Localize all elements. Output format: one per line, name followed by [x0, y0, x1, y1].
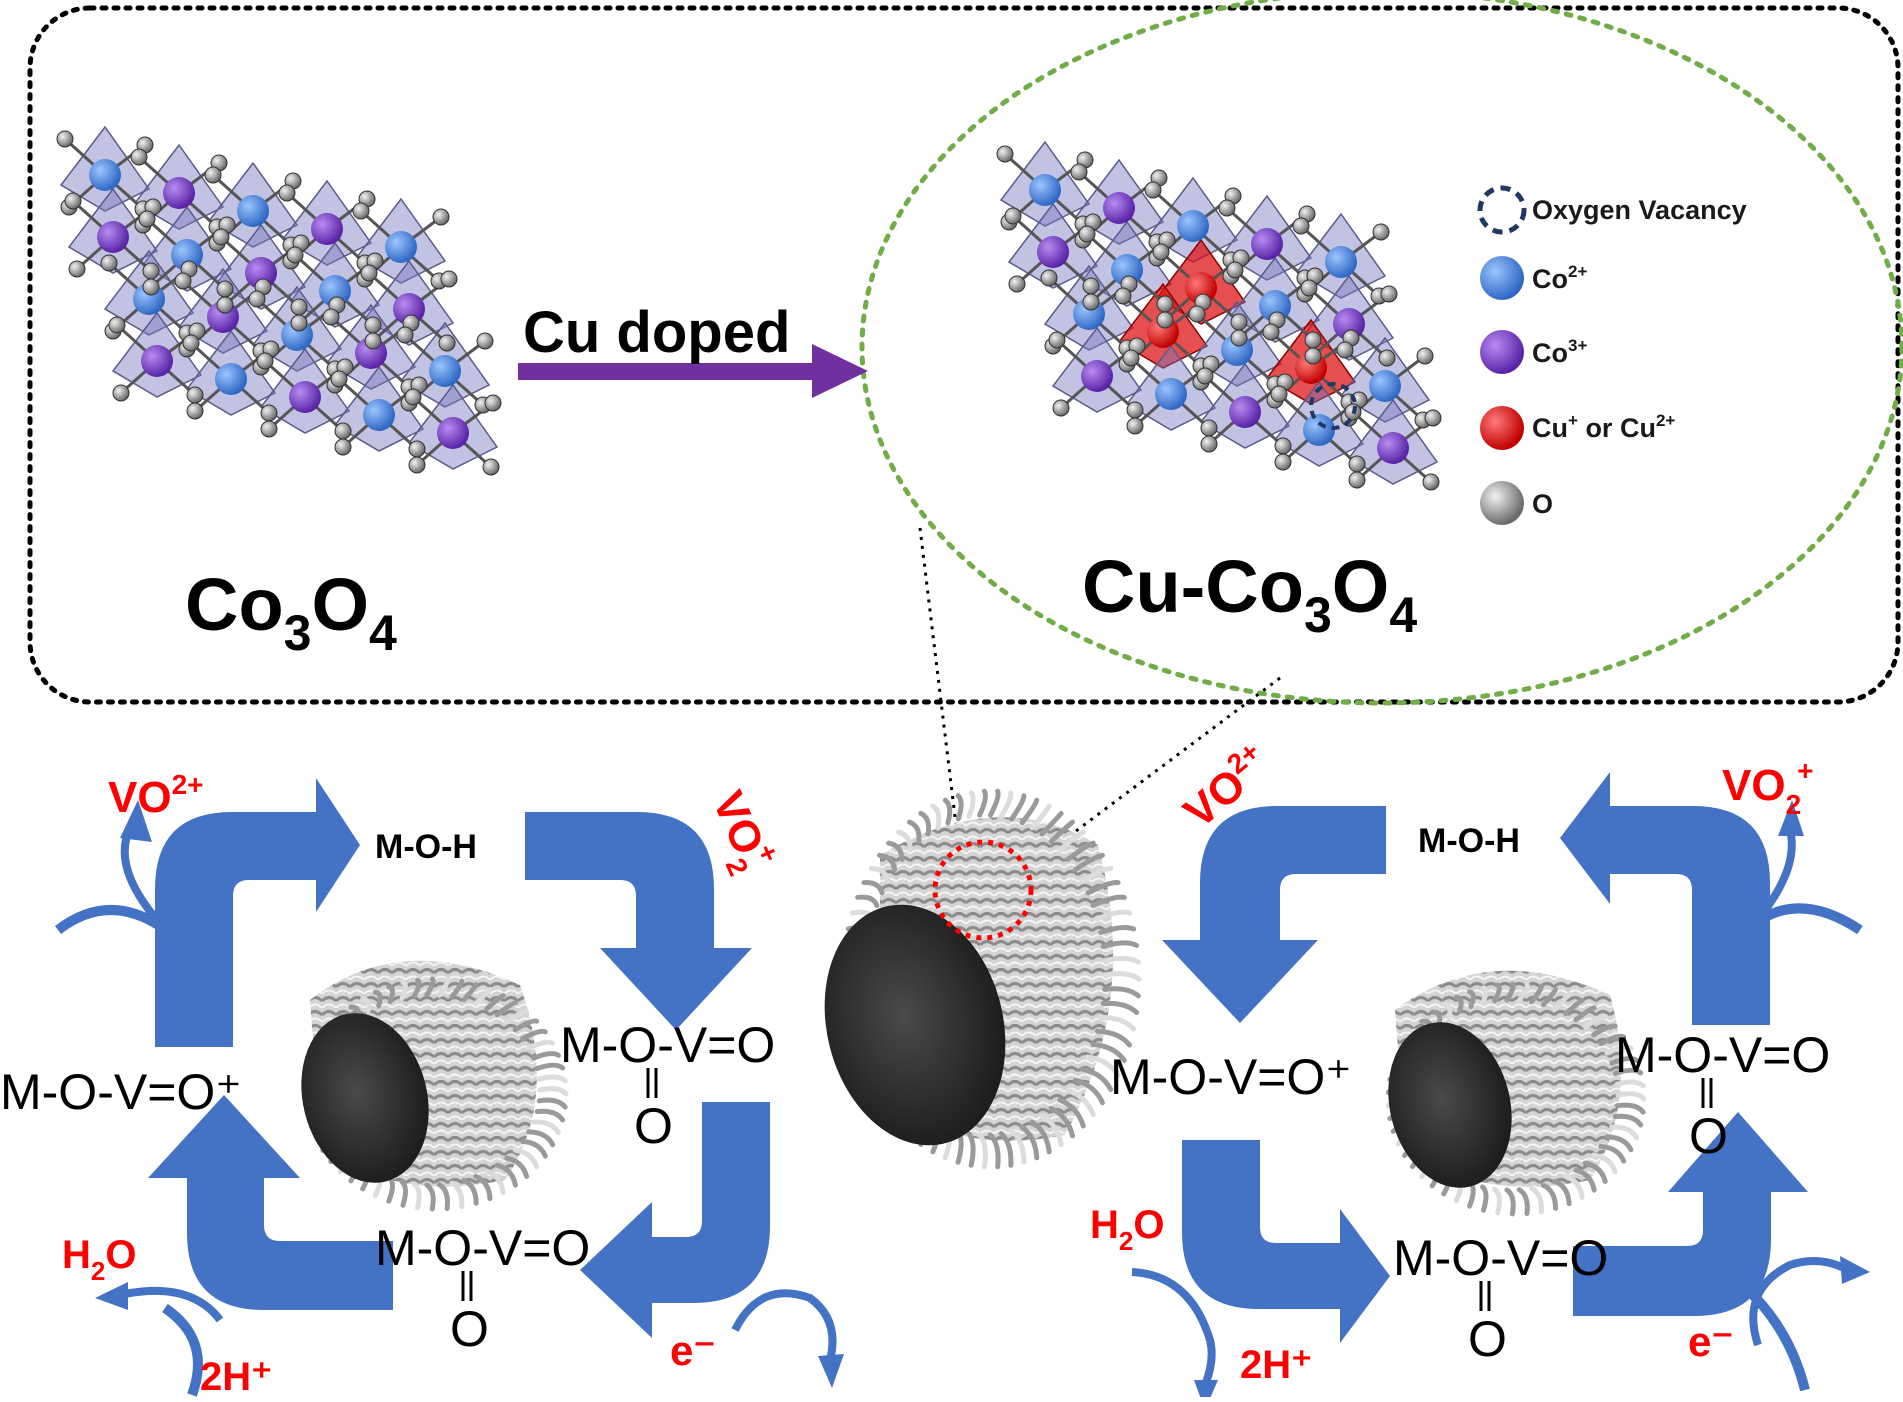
- left-small-nanorod-image: [301, 960, 569, 1212]
- right-movo-bottom-oxygen-label: O: [1468, 1311, 1507, 1367]
- right-moh-label: M-O-H: [1418, 822, 1520, 860]
- right-electron-label: e⁻: [1688, 1318, 1734, 1365]
- cu-doped-label: Cu doped: [523, 300, 790, 365]
- right-movo-bottom-label: M-O-V=O: [1393, 1230, 1608, 1286]
- right-cycle-arrow-to-movo-bottom: [1182, 1140, 1390, 1343]
- zoom-region-marker-icon: [932, 839, 1034, 941]
- legend-co3-label: Co3+: [1532, 336, 1587, 368]
- legend-oxygen-vacancy-label: Oxygen Vacancy: [1532, 195, 1747, 225]
- left-h2o-label: H2O: [62, 1233, 136, 1286]
- right-electron-arrow: [1749, 1257, 1850, 1347]
- left-movo-plus-label: M-O-V=O⁺: [0, 1064, 242, 1120]
- legend-cu-label: Cu+ or Cu2+: [1532, 411, 1675, 443]
- right-movo-right-oxygen-label: O: [1689, 1108, 1728, 1164]
- co3-ion-icon: [1480, 330, 1524, 374]
- left-movo-bottom-label: M-O-V=O: [375, 1220, 590, 1276]
- legend-co2-label: Co2+: [1532, 262, 1587, 294]
- left-movo-bottom-double-bond: [461, 1271, 473, 1301]
- oxygen-atom-icon: [1480, 481, 1524, 525]
- right-h2o-arrow: [1131, 1268, 1216, 1387]
- legend-oxygen-label: O: [1532, 489, 1553, 519]
- left-cycle-arrow-to-movo-bottom: [580, 1102, 770, 1338]
- right-movo-right-double-bond: [1701, 1078, 1713, 1108]
- co2-ion-icon: [1480, 256, 1524, 300]
- right-cycle-arrow-to-moh: [1560, 772, 1770, 1025]
- left-electron-label: e⁻: [670, 1327, 716, 1374]
- right-cycle: VO2+ VO2+ M-O-H M-O-V=O⁺ M-O-V=O O M-O-V…: [1090, 736, 1870, 1402]
- left-movo-bottom-oxygen-label: O: [450, 1301, 489, 1357]
- left-cycle: VO2+ VO2+ M-O-H M-O-V=O⁺ M-O-V=O O M-O-V…: [0, 769, 844, 1399]
- right-movo-right-label: M-O-V=O: [1615, 1027, 1830, 1083]
- oxygen-vacancy-icon: [1477, 185, 1527, 235]
- left-cycle-arrow-to-movo-plus: [148, 1095, 393, 1310]
- center-nanorod-image: [824, 788, 1142, 1170]
- zoom-connector-line-left: [918, 527, 962, 859]
- left-cycle-arrow-to-movo-right: [525, 812, 752, 1030]
- right-vo2-label: VO2+: [1722, 755, 1814, 820]
- right-h2o-label: H2O: [1090, 1203, 1164, 1256]
- doped-structure-highlight-ellipse: [859, 0, 1903, 706]
- left-cycle-arrow-to-moh: [155, 778, 360, 1047]
- right-small-nanorod-image: [1385, 970, 1647, 1217]
- left-h2o-arrow: [119, 1286, 224, 1323]
- legend: Oxygen Vacancy Co2+ Co3+ Cu+ or Cu2+ O: [1477, 185, 1747, 525]
- right-cycle-arrow-to-movo-right: [1573, 1112, 1808, 1316]
- left-hplus-label: 2H⁺: [200, 1355, 272, 1397]
- co3o4-crystal-structure-image: [56, 125, 502, 476]
- co3o4-label: Co3O4: [185, 563, 397, 661]
- left-moh-label: M-O-H: [375, 828, 477, 866]
- cu-ion-icon: [1480, 406, 1524, 450]
- top-panel-frame: [27, 5, 1901, 705]
- left-electron-arrow: [731, 1289, 837, 1361]
- left-movo-right-double-bond: [646, 1068, 658, 1098]
- right-movo-plus-label: M-O-V=O⁺: [1110, 1049, 1352, 1105]
- right-hplus-label: 2H⁺: [1240, 1343, 1312, 1387]
- left-movo-right-label: M-O-V=O: [560, 1017, 775, 1073]
- left-movo-right-oxygen-label: O: [634, 1098, 673, 1154]
- cu-co3o4-label: Cu-Co3O4: [1082, 545, 1417, 643]
- cu-co3o4-crystal-structure-image: [996, 140, 1442, 491]
- left-vo2plus-label: VO2+: [108, 769, 204, 822]
- cu-doped-arrow: [518, 344, 868, 398]
- right-cycle-arrow-to-movo-plus: [1162, 806, 1386, 1023]
- right-movo-bottom-double-bond: [1479, 1281, 1491, 1311]
